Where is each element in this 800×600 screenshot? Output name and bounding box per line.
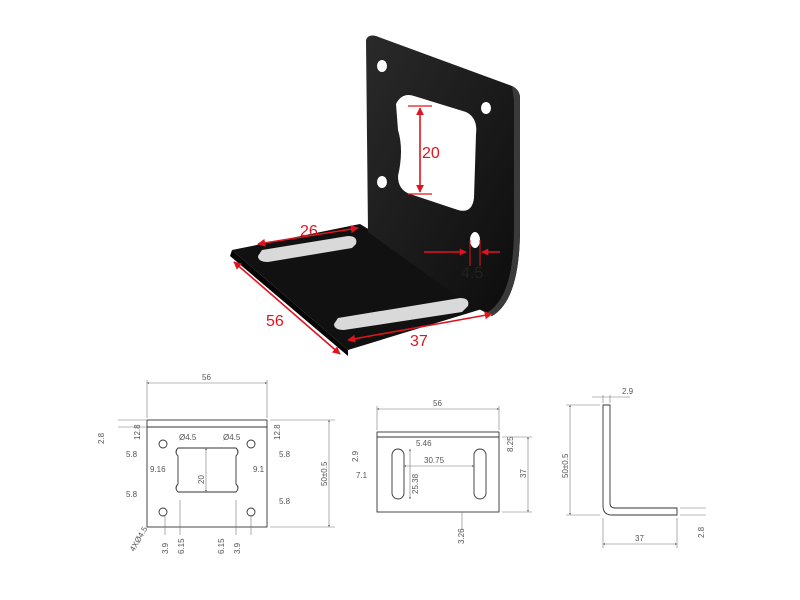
top-view-outline (376, 431, 500, 513)
front-b3: 6.15 (217, 538, 226, 554)
top-d29: 2.9 (351, 450, 360, 462)
front-holes-label: 4XØ4.5 (128, 525, 150, 553)
front-hole-3 (158, 507, 168, 517)
top-d2538: 25.38 (411, 473, 420, 494)
front-center-20: 20 (197, 475, 206, 484)
front-left-offset: 2.8 (97, 432, 106, 444)
top-d3075: 30.75 (424, 456, 445, 465)
bracket-vertical-edge (488, 86, 520, 316)
dim-photo-height: 20 (422, 145, 440, 162)
dim-photo-hole: 4.5 (461, 265, 483, 282)
front-top-a: 12.8 (133, 424, 142, 440)
front-b1: 3.9 (161, 542, 170, 554)
front-left-58-bot: 5.8 (126, 490, 138, 499)
dim-photo-width: 26 (300, 223, 318, 240)
front-hole-4 (246, 507, 256, 517)
front-view-outline (146, 419, 268, 528)
front-height-label: 50±0.5 (320, 461, 329, 486)
side-view-profile (602, 404, 678, 516)
front-width-label: 56 (202, 373, 211, 382)
mount-hole-top-left (377, 60, 387, 72)
dim-photo-depth: 56 (266, 313, 284, 330)
side-height-label: 50±0.5 (561, 453, 570, 478)
front-hole-a: Ø4.5 (179, 433, 197, 442)
front-left-916: 9.16 (150, 465, 166, 474)
side-view-drawing: 2.9 50±0.5 37 2.8 (561, 387, 706, 548)
mount-hole-bottom-left (377, 176, 387, 188)
top-d546: 5.46 (416, 439, 432, 448)
top-d326: 3.26 (457, 528, 466, 544)
side-thickness-label: 2.9 (622, 387, 634, 396)
top-width-label: 56 (433, 399, 442, 408)
front-right-58-top: 5.8 (279, 450, 291, 459)
top-d71: 7.1 (356, 471, 368, 480)
mount-hole-top-right (481, 102, 491, 114)
dim-photo-length: 37 (410, 333, 428, 350)
bracket-photo: 20 26 4.5 56 37 (230, 35, 520, 356)
front-hole-2 (246, 439, 256, 449)
front-left-58-top: 5.8 (126, 450, 138, 459)
top-d37: 37 (519, 469, 528, 478)
mount-hole-bottom-right (470, 232, 480, 248)
top-d825: 8.25 (506, 436, 515, 452)
front-b4: 3.9 (233, 542, 242, 554)
top-slot-left (391, 448, 405, 500)
front-view-drawing: 56 2.8 12.8 12.8 Ø4.5 Ø4.5 5.8 5.8 9.16 … (97, 373, 335, 554)
front-right-58-bot: 5.8 (279, 497, 291, 506)
side-base-thick-label: 2.8 (697, 526, 706, 538)
top-view-drawing: 56 2.9 5.46 8.25 30.75 7.1 25.38 37 3.26 (351, 399, 532, 544)
front-view-window (175, 447, 239, 493)
top-slot-right (473, 448, 487, 500)
front-hole-1 (158, 439, 168, 449)
front-hole-b: Ø4.5 (223, 433, 241, 442)
front-top-b: 12.8 (273, 424, 282, 440)
front-right-91: 9.1 (253, 465, 265, 474)
front-b2: 6.15 (177, 538, 186, 554)
side-base-label: 37 (635, 534, 644, 543)
